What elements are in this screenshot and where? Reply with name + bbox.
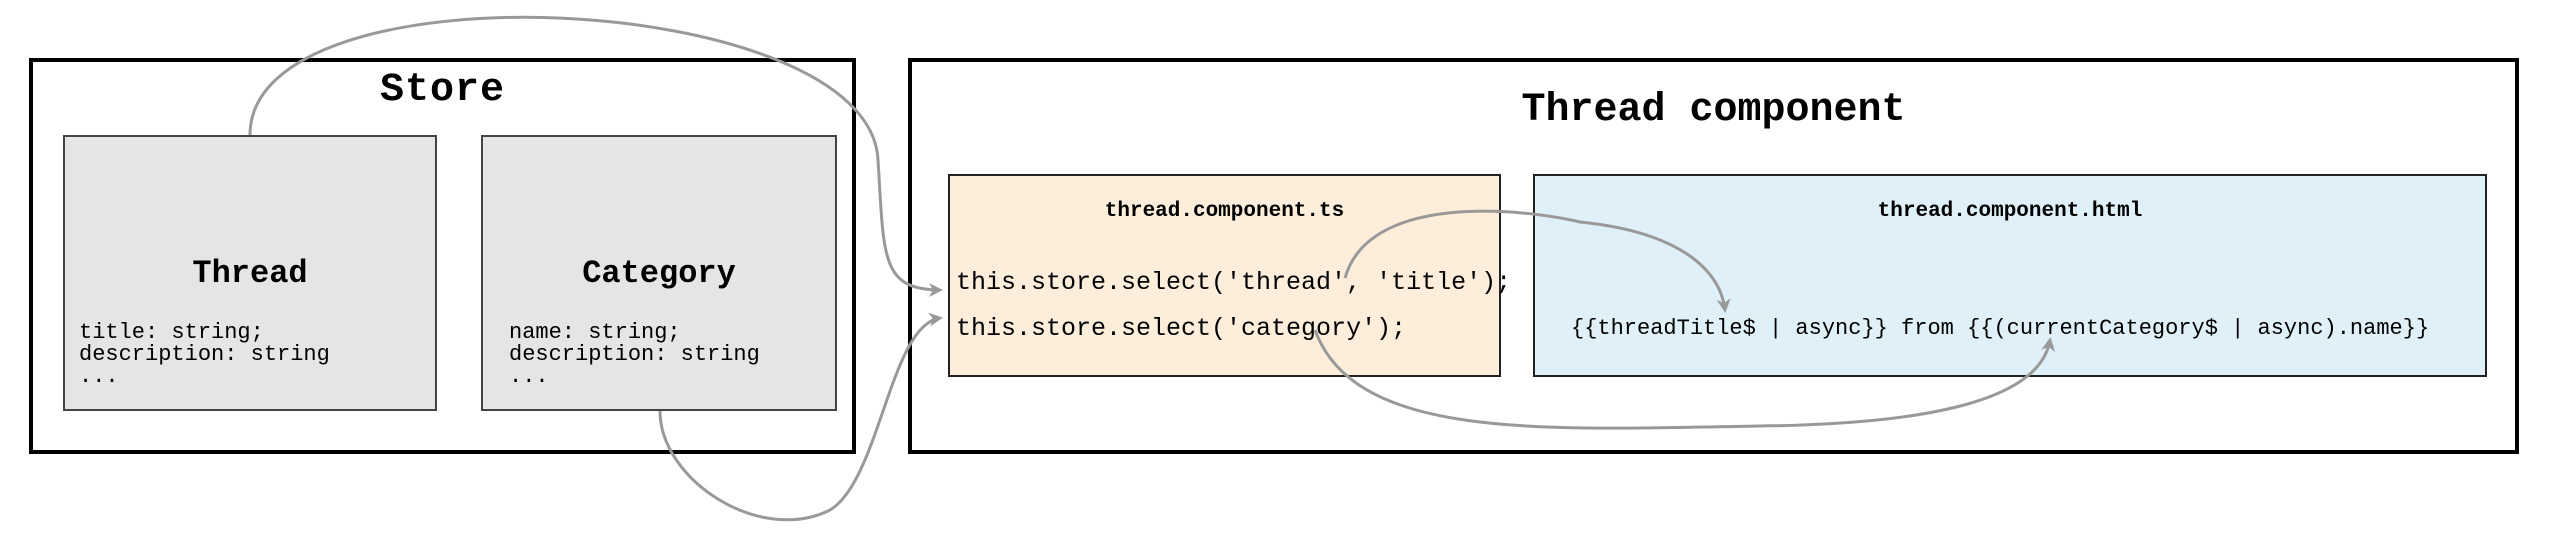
ts-select-category-line: this.store.select('category'); [956,314,1407,343]
thread-entity-fields: title: string; description: string ... [79,322,330,388]
category-entity-fields: name: string; description: string ... [509,322,760,388]
category-field-name: name: string; [509,320,681,345]
thread-entity-title: Thread [192,255,308,292]
thread-component-title: Thread component [1521,88,1906,133]
category-entity-title: Category [582,255,736,292]
category-field-description: description: string [509,342,760,367]
thread-field-description: description: string [79,342,330,367]
category-field-more: ... [509,364,549,389]
ts-file-box: thread.component.ts this.store.select('t… [948,174,1511,377]
store-title: Store [379,68,506,113]
html-file-title: thread.component.html [1877,200,2143,223]
category-entity-box: Category name: string; description: stri… [481,135,837,411]
thread-entity-box: Thread title: string; description: strin… [63,135,437,411]
thread-field-title: title: string; [79,320,264,345]
html-template-line: {{threadTitle$ | async}} from {{(current… [1571,316,2430,341]
html-file-box: thread.component.html {{threadTitle$ | a… [1533,174,2487,377]
ts-select-thread-line: this.store.select('thread', 'title'); [956,268,1512,297]
ts-file-title: thread.component.ts [1104,200,1345,223]
thread-field-more: ... [79,364,119,389]
